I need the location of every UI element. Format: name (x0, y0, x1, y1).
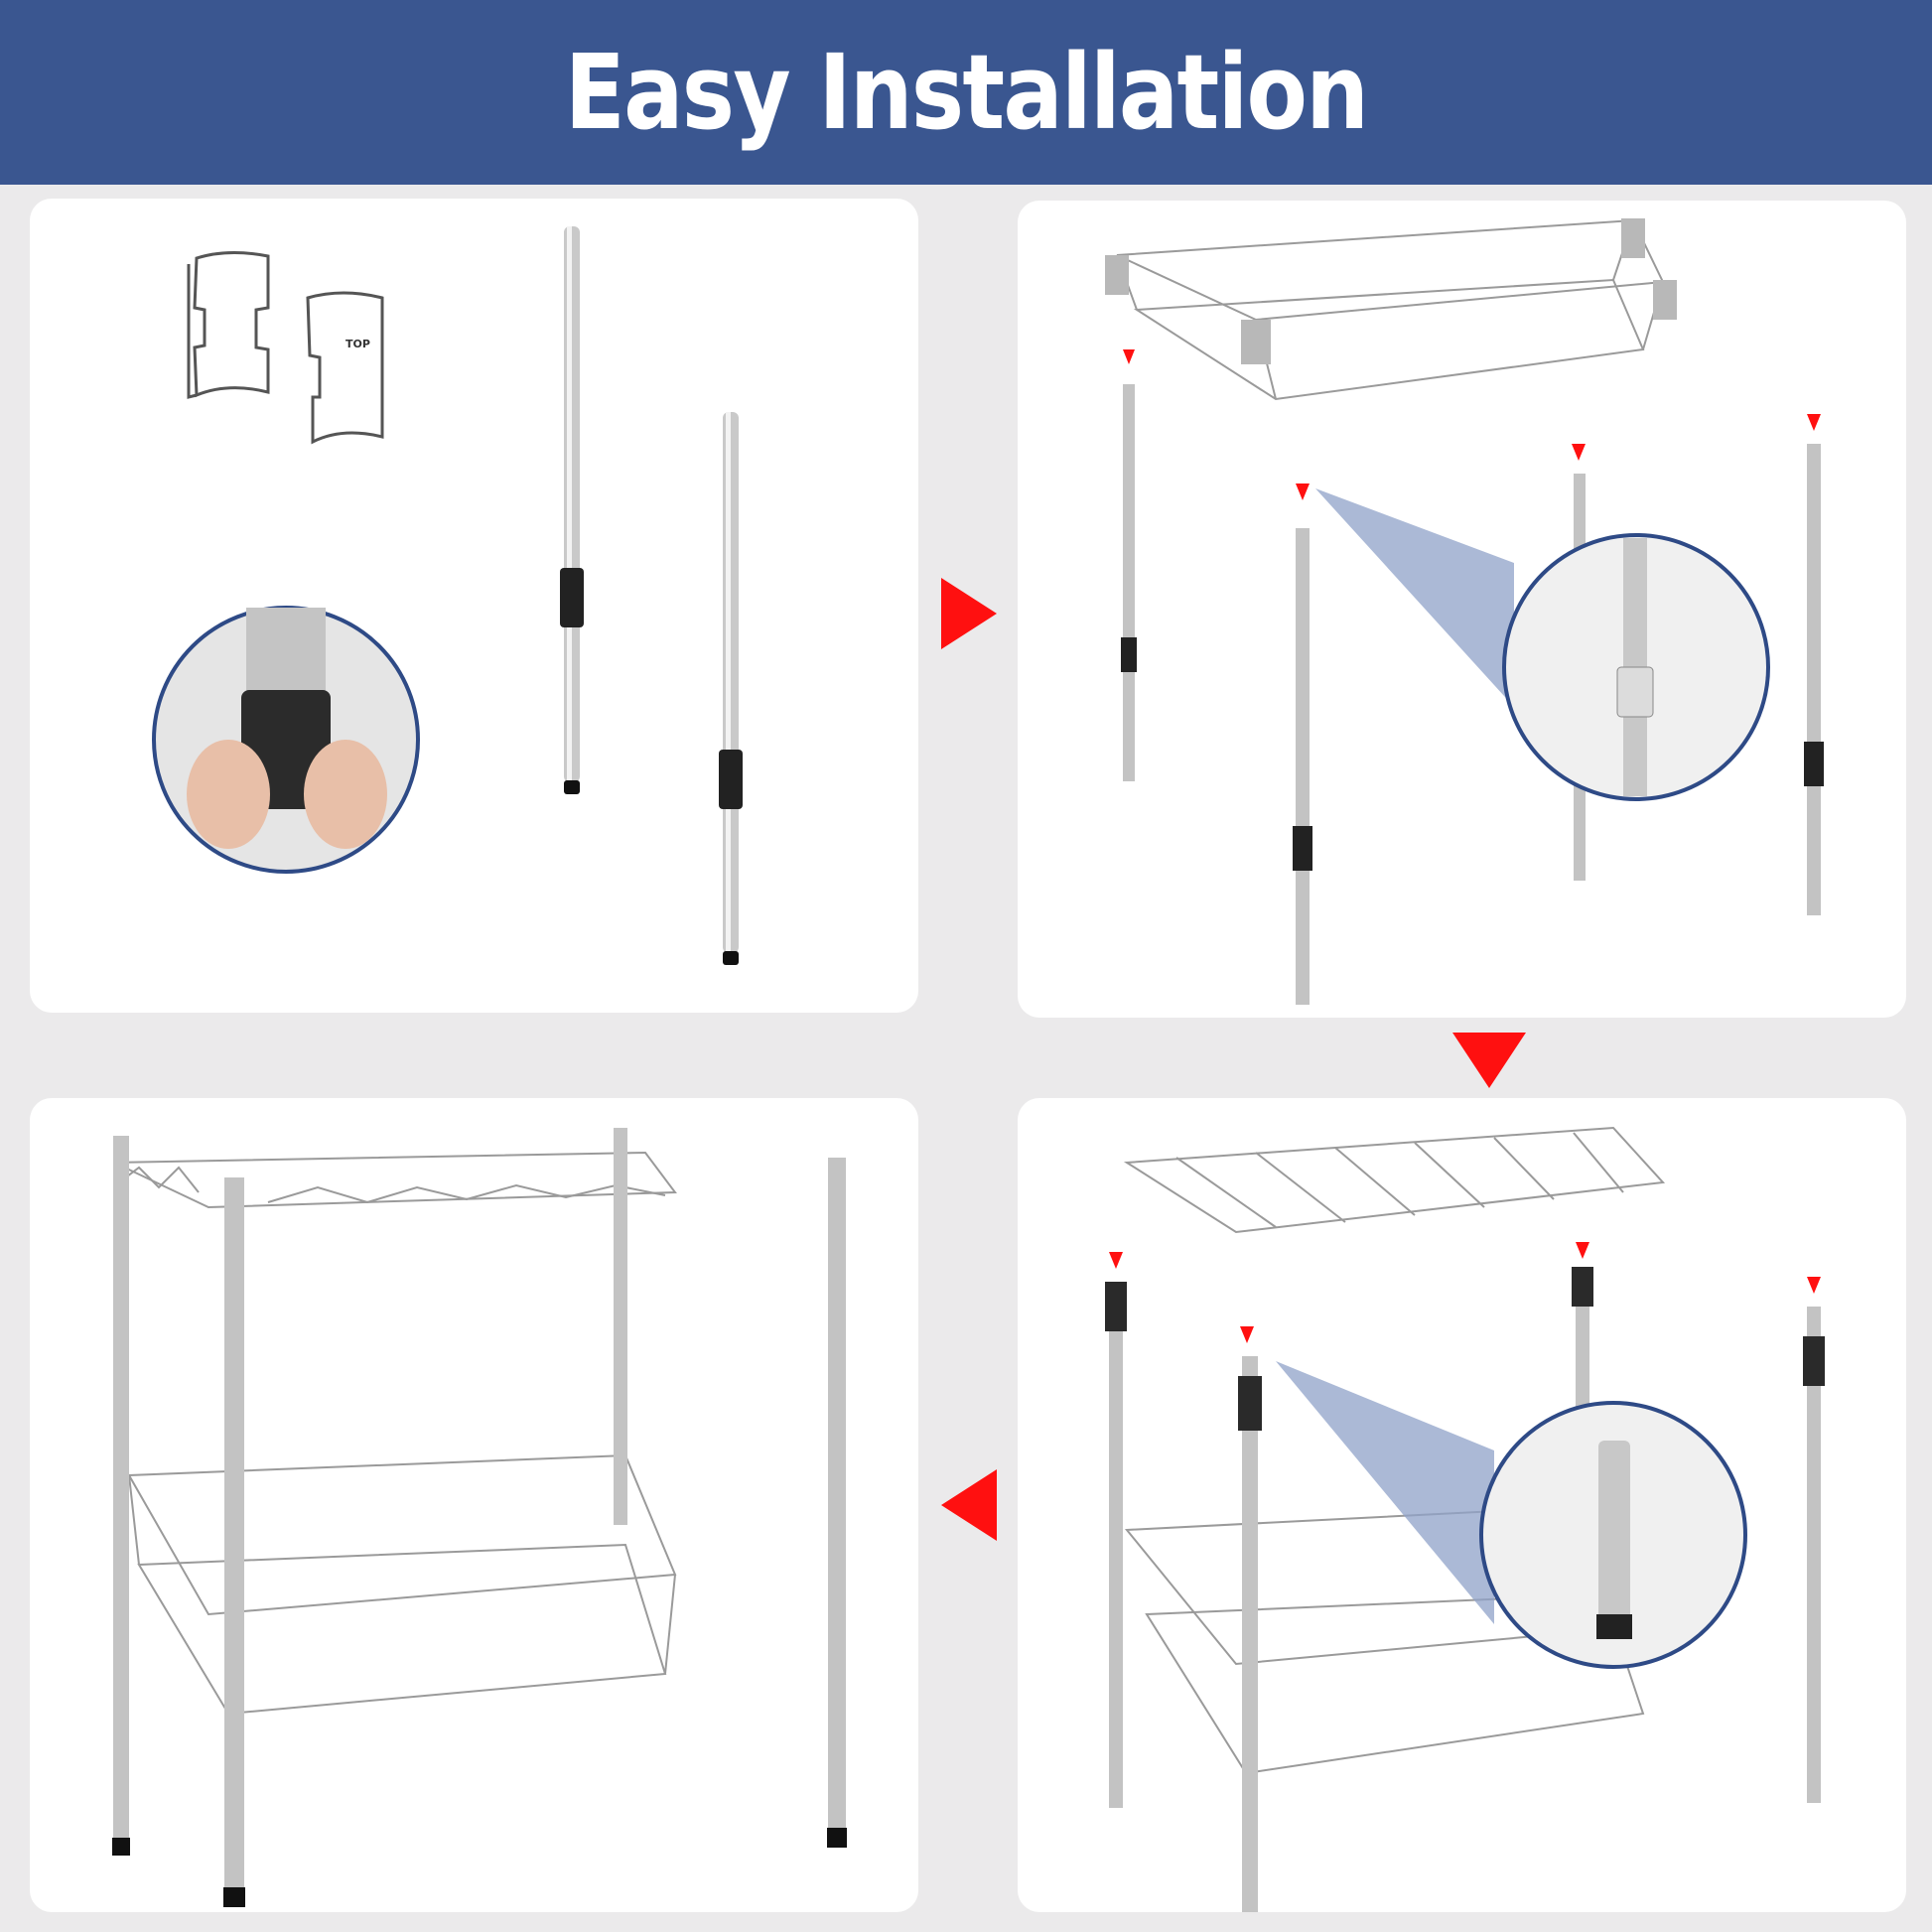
step-2-panel (1018, 201, 1906, 1018)
sleeve-clip-icon (187, 250, 270, 399)
next-step-arrow-left (941, 1469, 997, 1541)
page-title: Easy Installation (564, 32, 1369, 153)
sleeve-clip-top-icon (306, 291, 384, 445)
step-1-illustration: TOP (152, 226, 743, 965)
pole (1105, 1267, 1825, 1912)
basket-collar (1105, 218, 1677, 364)
callout-beam (1276, 1361, 1494, 1624)
header-banner: Easy Installation (0, 0, 1932, 185)
rack-pole (112, 1128, 847, 1907)
next-step-arrow-down (1452, 1033, 1526, 1088)
pole-icon (719, 412, 743, 965)
red-down-arrows (1109, 1242, 1821, 1343)
svg-text:TOP: TOP (345, 338, 370, 350)
finished-rack-illustration (112, 1128, 847, 1907)
wire-shelf (1123, 1126, 1666, 1234)
next-step-arrow-right (941, 578, 997, 649)
sleeve-closeup-callout (152, 606, 420, 874)
step-3-panel (1018, 1098, 1906, 1912)
red-down-arrows (1123, 349, 1821, 500)
step-4-panel (30, 1098, 918, 1912)
top-wire-shelf (113, 1151, 677, 1209)
wire-basket (1116, 218, 1665, 401)
bottom-wire-basket (127, 1453, 677, 1716)
callout-beam (1315, 488, 1514, 707)
step-2-illustration (1105, 218, 1824, 1005)
step-1-panel: TOP (30, 199, 918, 1013)
pole-icon (560, 226, 584, 794)
step-3-illustration (1105, 1126, 1825, 1912)
